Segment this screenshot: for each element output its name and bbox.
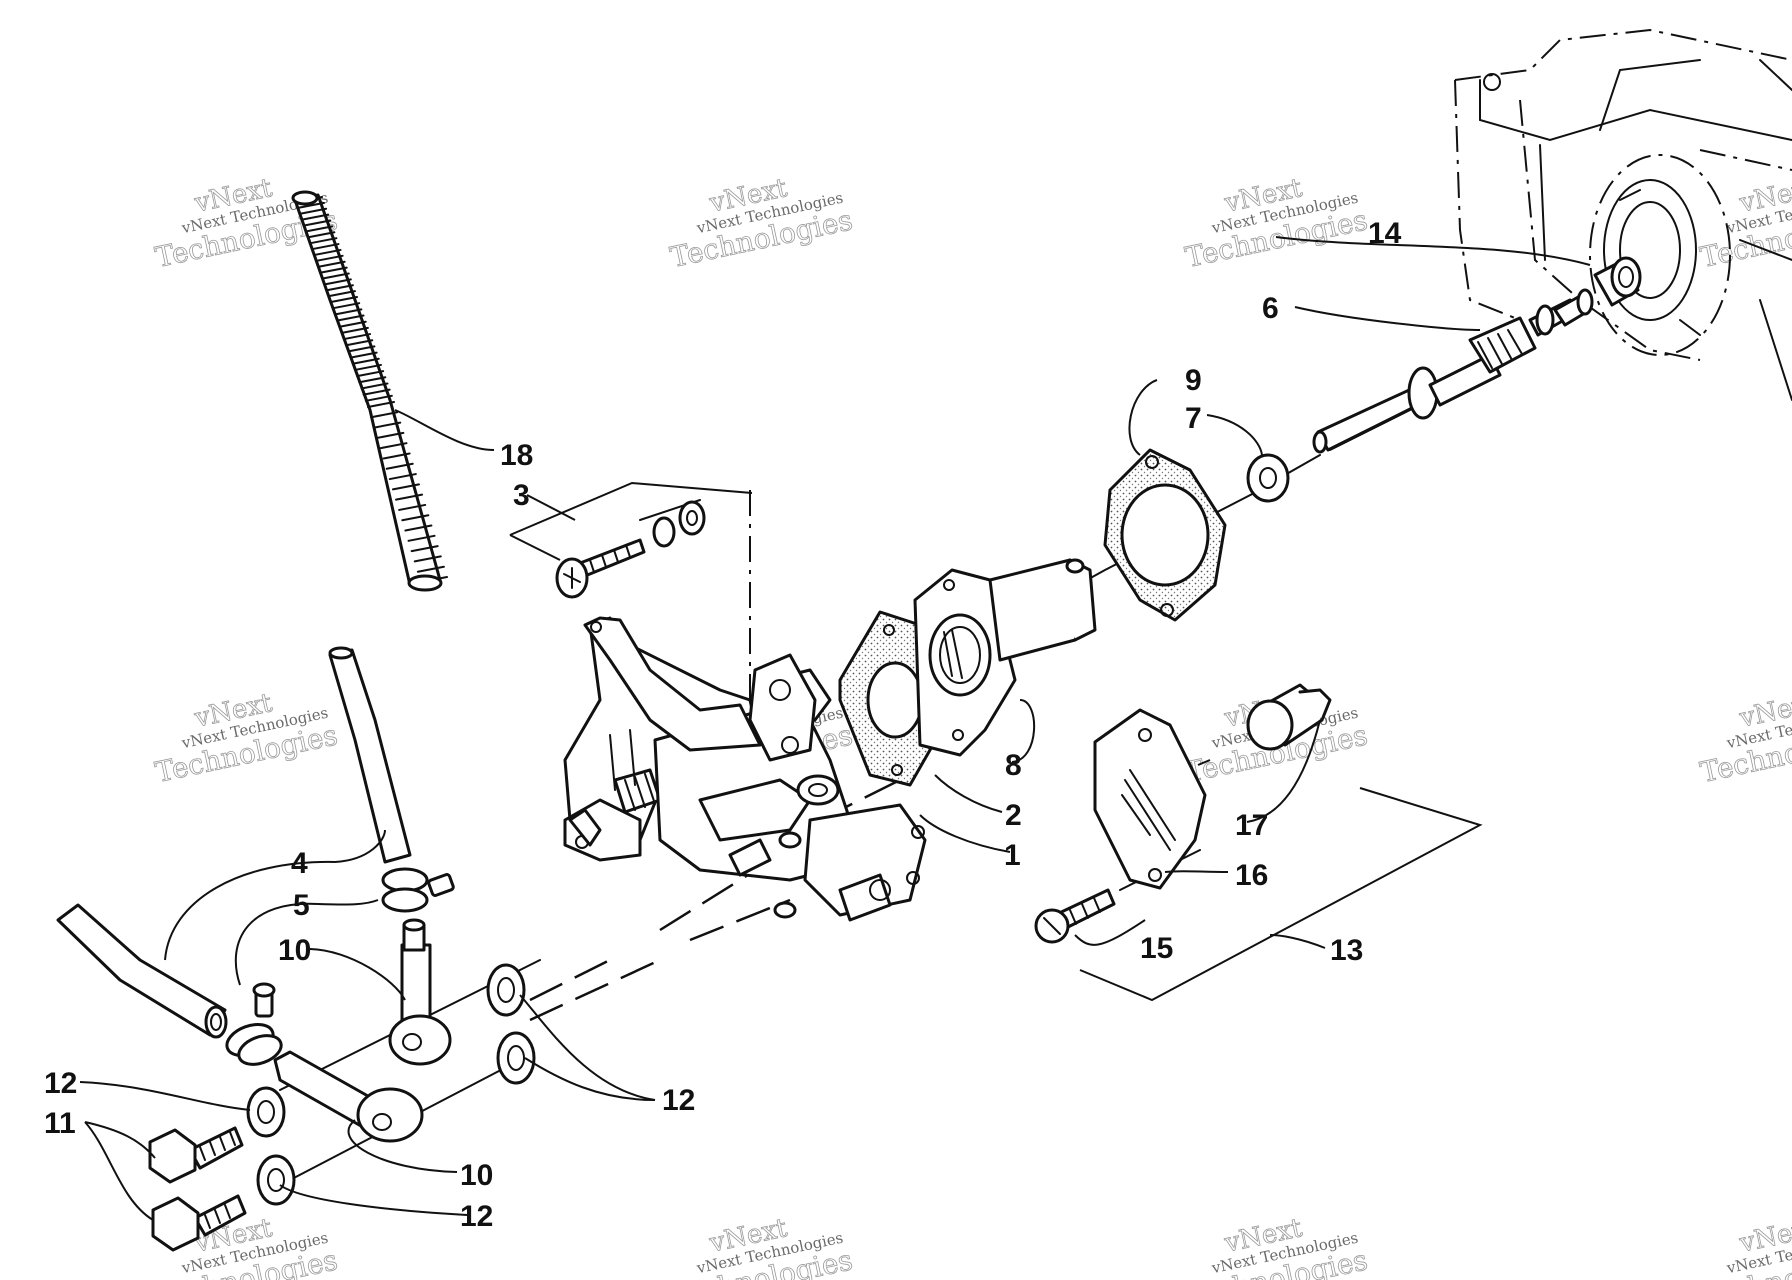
callout-11: 11: [44, 1107, 76, 1140]
callout-8: 8: [1005, 749, 1022, 782]
leader-lines: [79, 236, 1591, 1221]
callout-1: 1: [1004, 839, 1021, 872]
plug-17: [1246, 683, 1332, 751]
gasket-9: [1103, 448, 1227, 622]
screw-15: [1034, 888, 1116, 944]
callout-10-top: 10: [278, 934, 311, 967]
callout-labels: 1 2 3 4 5 6 7 8 9 10 10 11 12 12 12 13 1…: [44, 217, 1402, 1233]
screw-set-3: [555, 500, 706, 599]
kit-bracket-3: [509, 481, 753, 561]
callout-13: 13: [1330, 934, 1363, 967]
drive-shaft-6: [1312, 288, 1594, 454]
assembly-axis-lines: [279, 394, 1441, 1181]
hose-clamp-5: [225, 867, 455, 1066]
corrugated-hose-18: [291, 190, 448, 592]
mounting-bracket: [568, 616, 762, 847]
callout-9: 9: [1185, 364, 1202, 397]
callout-15: 15: [1140, 932, 1173, 965]
callout-12-right: 12: [662, 1084, 695, 1117]
banjo-fitting-10: [273, 918, 452, 1143]
callout-7: 7: [1185, 402, 1202, 435]
callout-5: 5: [293, 889, 310, 922]
cover-plate-16: [1093, 708, 1207, 890]
callout-14: 14: [1368, 217, 1402, 250]
callout-12-left: 12: [44, 1067, 77, 1100]
callout-6: 6: [1262, 292, 1279, 325]
washer-7: [1246, 453, 1290, 503]
washer-12: [246, 963, 536, 1206]
callout-16: 16: [1235, 859, 1268, 892]
banjo-bolt-11: [148, 1126, 247, 1252]
bushing-14: [1593, 256, 1642, 307]
callout-18: 18: [500, 439, 533, 472]
fuel-hose-4: [56, 646, 412, 1039]
callout-2: 2: [1005, 799, 1022, 832]
callout-3: 3: [513, 479, 530, 512]
callout-10-bottom: 10: [460, 1159, 493, 1192]
callout-4: 4: [291, 847, 308, 880]
callout-17: 17: [1235, 809, 1268, 842]
flange-8: [913, 558, 1097, 757]
callout-12-bottom: 12: [460, 1200, 493, 1233]
kit-bracket-13: [1079, 759, 1483, 1002]
